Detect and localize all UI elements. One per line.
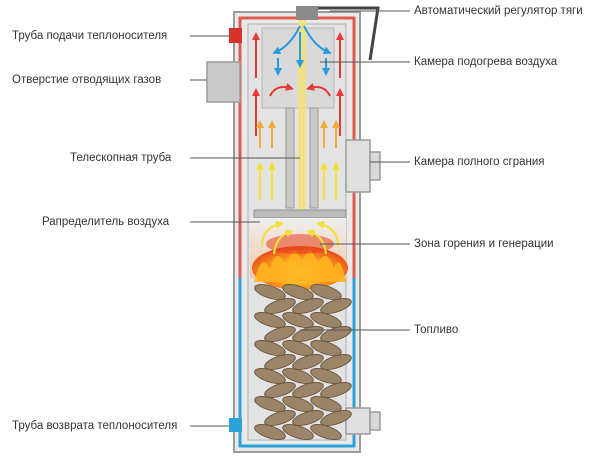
label-flue-opening: Отверстие отводящих газов xyxy=(12,74,162,86)
log-icon xyxy=(310,395,342,413)
label-return-pipe: Труба возврата теплоносителя xyxy=(12,420,178,432)
log-icon xyxy=(310,423,342,441)
hot-air-arrows xyxy=(252,32,344,136)
log-icon xyxy=(292,381,324,399)
cold-air-arrows xyxy=(272,25,332,76)
label-supply-pipe: Труба подачи теплоносителя xyxy=(12,30,168,42)
log-icon xyxy=(282,283,314,301)
log-icon xyxy=(320,353,352,371)
log-icon xyxy=(282,311,314,329)
log-icon xyxy=(292,297,324,315)
combustion-chamber-port xyxy=(345,139,381,193)
leader-lines xyxy=(190,10,410,427)
label-full-combustion-chamber: Камера полного сграния xyxy=(414,156,545,168)
log-icon xyxy=(282,423,314,441)
label-air-distributor: Рапределитель воздуха xyxy=(42,216,170,228)
warm-air-arrows xyxy=(256,120,340,148)
log-icon xyxy=(254,367,286,385)
log-icon xyxy=(282,367,314,385)
log-icon xyxy=(310,367,342,385)
draft-regulator xyxy=(296,6,380,61)
log-icon xyxy=(254,311,286,329)
air-distributor xyxy=(253,209,347,219)
air-heating-chamber xyxy=(261,27,335,109)
log-icon xyxy=(320,409,352,427)
log-icon xyxy=(264,409,296,427)
log-icon xyxy=(310,311,342,329)
label-regulator: Автоматический регулятор тяги xyxy=(414,5,583,17)
log-icon xyxy=(264,297,296,315)
log-icon xyxy=(310,339,342,357)
log-icon xyxy=(254,283,286,301)
log-icon xyxy=(264,325,296,343)
flame-tongues xyxy=(254,250,346,282)
log-icon xyxy=(264,381,296,399)
log-icon xyxy=(254,339,286,357)
log-icon xyxy=(292,409,324,427)
log-icon xyxy=(282,339,314,357)
log-icon xyxy=(254,423,286,441)
log-icon xyxy=(254,395,286,413)
flue-outlet xyxy=(206,61,241,103)
label-combustion-zone: Зона горения и генерации xyxy=(414,238,554,250)
log-icon xyxy=(320,381,352,399)
log-icon xyxy=(292,353,324,371)
log-icon xyxy=(282,395,314,413)
log-icon xyxy=(320,297,352,315)
supply-pipe xyxy=(229,28,242,43)
log-icon xyxy=(264,353,296,371)
label-air-heating-chamber: Камера подогрева воздуха xyxy=(414,56,558,68)
label-fuel: Топливо xyxy=(414,324,459,336)
return-pipe xyxy=(229,418,242,432)
log-icon xyxy=(310,283,342,301)
fuel-logs xyxy=(254,283,352,441)
gas-flow-arrows xyxy=(256,162,340,255)
label-telescopic-pipe: Телескопная труба xyxy=(70,152,172,164)
